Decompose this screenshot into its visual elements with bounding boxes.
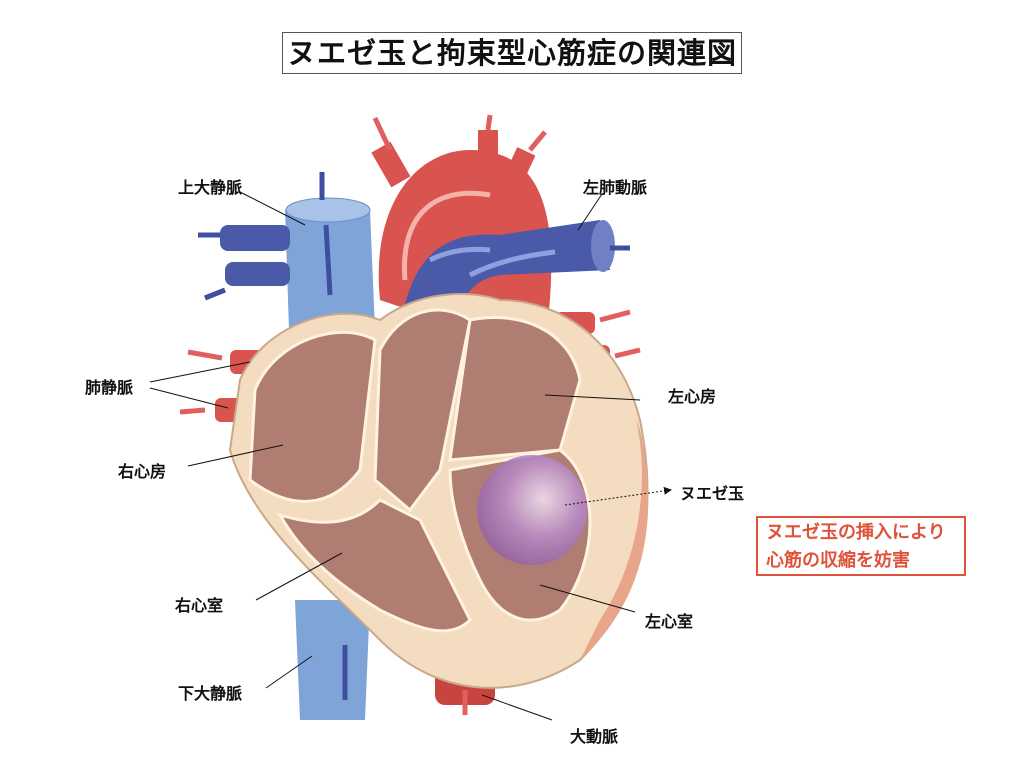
label-superior-vena-cava: 上大静脈 [178, 178, 243, 197]
label-right-ventricle: 右心室 [175, 596, 224, 615]
right-ventricle-chamber [276, 498, 472, 633]
note-box: ヌエゼ玉の挿入により 心筋の収縮を妨害 [756, 516, 966, 576]
blood-flow-arrows [179, 114, 641, 715]
label-left-pulmonary-artery: 左肺動脈 [583, 178, 648, 197]
label-left-ventricle: 左心室 [645, 612, 694, 631]
label-pulmonary-veins: 肺静脈 [85, 378, 134, 397]
inferior-vena-cava [295, 600, 370, 720]
nueze-ball [477, 455, 587, 565]
leader-lines [149, 191, 672, 721]
septum-chamber [373, 308, 472, 513]
note-line-1: ヌエゼ玉の挿入により [766, 522, 946, 543]
page-title: ヌエゼ玉と拘束型心筋症の関連図 [282, 32, 742, 74]
note-line-2: 心筋の収縮を妨害 [766, 550, 910, 571]
left-atrium-chamber [448, 316, 582, 462]
label-nueze-ball: ヌエゼ玉 [680, 484, 745, 503]
right-atrium-chamber [248, 330, 377, 503]
label-aorta: 大動脈 [570, 727, 619, 746]
label-left-atrium: 左心房 [668, 387, 717, 406]
label-right-atrium: 右心房 [118, 462, 167, 481]
label-inferior-vena-cava: 下大静脈 [178, 684, 243, 703]
heart-outer-shadow [580, 420, 649, 660]
